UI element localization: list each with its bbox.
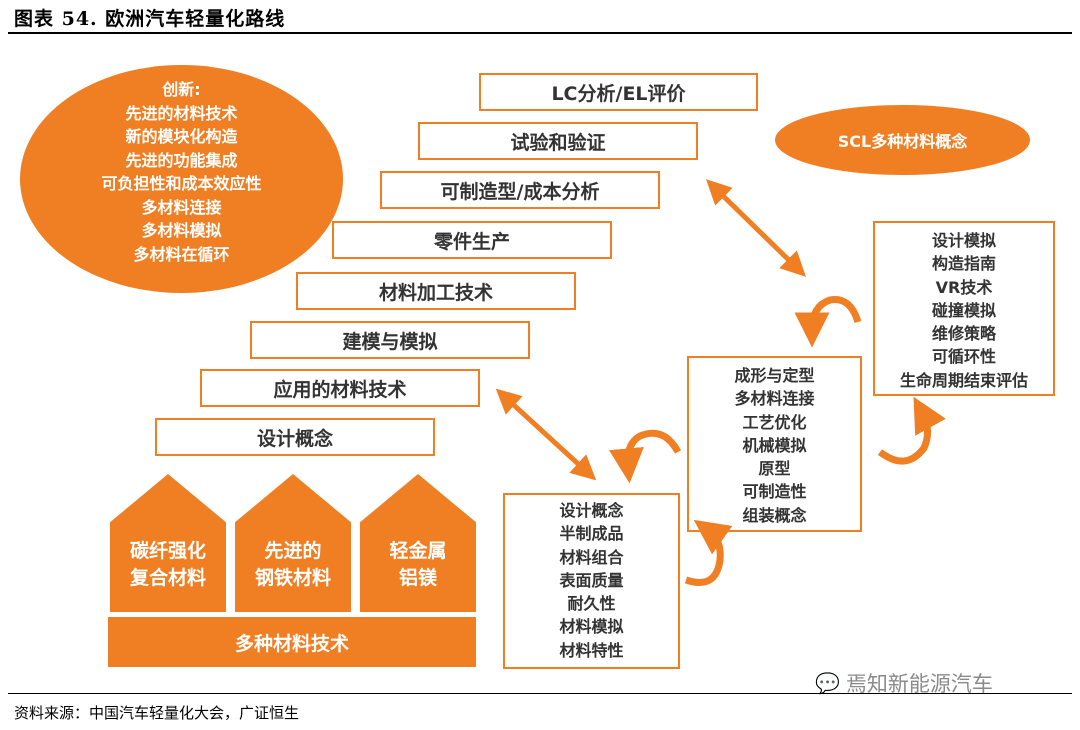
- box-design-materials: 设计概念 半制成品 材料组合 表面质量 耐久性 材料模拟 材料特性: [503, 493, 680, 669]
- box-item: 耐久性: [567, 594, 616, 614]
- innovation-line: 多材料模拟: [141, 221, 222, 240]
- box-item: 表面质量: [559, 570, 624, 590]
- box-item: 原型: [758, 459, 791, 479]
- innovation-line: 新的模块化构造: [125, 127, 238, 146]
- box-item: 可循环性: [931, 347, 996, 367]
- box-item: 维修策略: [931, 324, 996, 344]
- watermark-text: 焉知新能源汽车: [845, 672, 993, 696]
- box-item: 组装概念: [742, 505, 807, 525]
- box-item: 材料特性: [559, 640, 624, 660]
- step-testing: 试验和验证: [418, 122, 698, 160]
- pillar-label: 铝镁: [398, 567, 437, 589]
- innovation-line: 多材料在循环: [133, 244, 230, 264]
- curved-arrow-icon: [877, 396, 946, 465]
- step-modeling: 建模与模拟: [250, 321, 530, 359]
- source-note: 资料来源：中国汽车轻量化大会，广证恒生: [14, 704, 300, 722]
- box-item: 可制造性: [742, 482, 807, 502]
- box-item: 设计概念: [559, 501, 624, 520]
- step-applied-materials: 应用的材料技术: [200, 369, 480, 407]
- box-forming: 成形与定型 多材料连接 工艺优化 机械模拟 原型 可制造性 组装概念: [687, 356, 862, 532]
- box-item: 碰撞模拟: [931, 300, 996, 320]
- step-material-processing: 材料加工技术: [296, 272, 576, 310]
- box-item: 材料组合: [559, 547, 624, 567]
- step-part-production: 零件生产: [332, 221, 612, 259]
- pillar-label: 碳纤强化: [129, 540, 206, 562]
- top-rule: [8, 32, 1072, 34]
- innovation-line: 创新:: [162, 80, 201, 99]
- box-item: 材料模拟: [559, 617, 624, 637]
- pillar-label: 轻金属: [389, 540, 447, 562]
- box-item: 成形与定型: [734, 366, 815, 385]
- box-item: 工艺优化: [742, 412, 807, 432]
- pillar-label: 复合材料: [129, 567, 206, 589]
- box-item: VR技术: [935, 277, 993, 297]
- innovation-ellipse: 创新: 先进的材料技术 新的模块化构造 先进的功能集成 可负担性和成本效应性 多…: [20, 65, 343, 293]
- box-simulation: 设计模拟 构造指南 VR技术 碰撞模拟 维修策略 可循环性 生命周期结束评估: [873, 221, 1055, 396]
- pillar-label: 钢铁材料: [254, 567, 331, 589]
- wechat-icon: 💬: [815, 671, 840, 695]
- bottom-rule: [8, 693, 1072, 694]
- step-design-concept: 设计概念: [155, 418, 435, 456]
- multi-material-base: 多种材料技术: [108, 617, 476, 667]
- box-item: 设计模拟: [931, 231, 996, 250]
- innovation-line: 先进的材料技术: [125, 103, 238, 123]
- curved-arrow-icon: [794, 295, 862, 348]
- box-item: 半制成品: [559, 524, 624, 544]
- scl-ellipse: SCL多种材料概念: [775, 105, 1030, 175]
- figure-title: 图表 54. 欧洲汽车轻量化路线: [14, 8, 286, 30]
- pillar-label: 先进的: [264, 540, 322, 562]
- innovation-line: 先进的功能集成: [125, 150, 238, 170]
- step-lc-analysis: LC分析/EL评价: [479, 73, 758, 111]
- watermark: 💬 焉知新能源汽车: [815, 668, 993, 698]
- box-item: 构造指南: [931, 254, 996, 274]
- double-arrow-right: [706, 179, 806, 277]
- step-manufacturability: 可制造型/成本分析: [380, 171, 660, 209]
- curved-arrow-icon: [684, 519, 733, 586]
- box-item: 机械模拟: [742, 435, 807, 455]
- double-arrow-left: [495, 388, 597, 481]
- curved-arrow-icon: [608, 429, 682, 484]
- innovation-line: 可负担性和成本效应性: [101, 174, 262, 193]
- box-item: 多材料连接: [734, 389, 815, 409]
- box-item: 生命周期结束评估: [899, 370, 1028, 390]
- innovation-line: 多材料连接: [141, 197, 222, 217]
